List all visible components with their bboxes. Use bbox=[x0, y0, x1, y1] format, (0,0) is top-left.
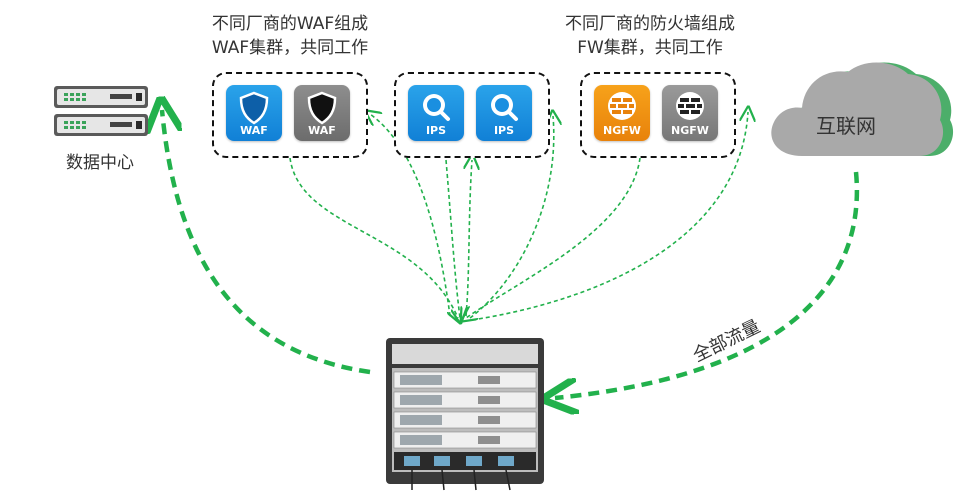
server-unit-top bbox=[54, 86, 148, 108]
waf-caption-line2: WAF集群，共同工作 bbox=[211, 38, 369, 58]
brick-wall-icon bbox=[608, 92, 636, 120]
fw-group-caption: 不同厂商的防火墙组成 FW集群，共同工作 bbox=[545, 12, 755, 60]
shield-icon bbox=[239, 91, 269, 125]
brick-wall-icon bbox=[676, 92, 704, 120]
waf-tile-blue: WAF bbox=[226, 85, 282, 141]
waf-tile-label: WAF bbox=[240, 124, 268, 137]
fw-to-switch-connector bbox=[466, 157, 641, 318]
magnifier-icon bbox=[491, 94, 518, 121]
ngfw-tile-gray: NGFW bbox=[662, 85, 718, 141]
cloud-icon bbox=[771, 62, 954, 156]
ips-group-box: IPS IPS bbox=[394, 72, 550, 158]
switch-to-fw-connector bbox=[471, 112, 748, 321]
waf-tile-gray: WAF bbox=[294, 85, 350, 141]
server-rack-icon bbox=[54, 86, 148, 136]
fw-caption-line2: FW集群，共同工作 bbox=[577, 38, 723, 58]
ips-tile-left: IPS bbox=[408, 85, 464, 141]
waf-caption-line1: 不同厂商的WAF组成 bbox=[211, 14, 369, 34]
ips-tile-label: IPS bbox=[425, 124, 447, 137]
ips-tile-label: IPS bbox=[493, 124, 515, 137]
ips-tile-right: IPS bbox=[476, 85, 532, 141]
fw-group-box: NGFW NGFW bbox=[580, 72, 736, 158]
ngfw-tile-label: NGFW bbox=[603, 124, 641, 137]
internet-to-switch-arrow bbox=[555, 171, 860, 398]
switch-to-ips-connector bbox=[466, 160, 472, 317]
waf-group-caption: 不同厂商的WAF组成 WAF集群，共同工作 bbox=[190, 12, 390, 60]
line-card-3 bbox=[393, 411, 537, 429]
fw-caption-line1: 不同厂商的防火墙组成 bbox=[565, 14, 735, 34]
ngfw-tile-label: NGFW bbox=[671, 124, 709, 137]
power-modules bbox=[404, 456, 514, 466]
power-cables bbox=[411, 469, 511, 491]
line-card-4 bbox=[393, 431, 537, 449]
waf-tile-label: WAF bbox=[308, 124, 336, 137]
waf-to-switch-connector bbox=[289, 157, 458, 318]
server-unit-bottom bbox=[54, 114, 148, 136]
line-card-2 bbox=[393, 391, 537, 409]
shield-icon bbox=[307, 91, 337, 125]
core-switch-icon bbox=[386, 338, 544, 491]
line-card-1 bbox=[393, 371, 537, 389]
internet-label: 互联网 bbox=[816, 114, 876, 138]
magnifier-icon bbox=[423, 94, 450, 121]
ngfw-tile-orange: NGFW bbox=[594, 85, 650, 141]
switch-to-datacenter-arrow bbox=[162, 110, 371, 375]
switch-to-ips-right-connector bbox=[469, 116, 554, 319]
switch-to-waf-connector bbox=[370, 114, 451, 317]
data-center-label: 数据中心 bbox=[66, 153, 134, 173]
ips-to-switch-connector bbox=[445, 159, 460, 318]
waf-group-box: WAF WAF bbox=[212, 72, 368, 158]
